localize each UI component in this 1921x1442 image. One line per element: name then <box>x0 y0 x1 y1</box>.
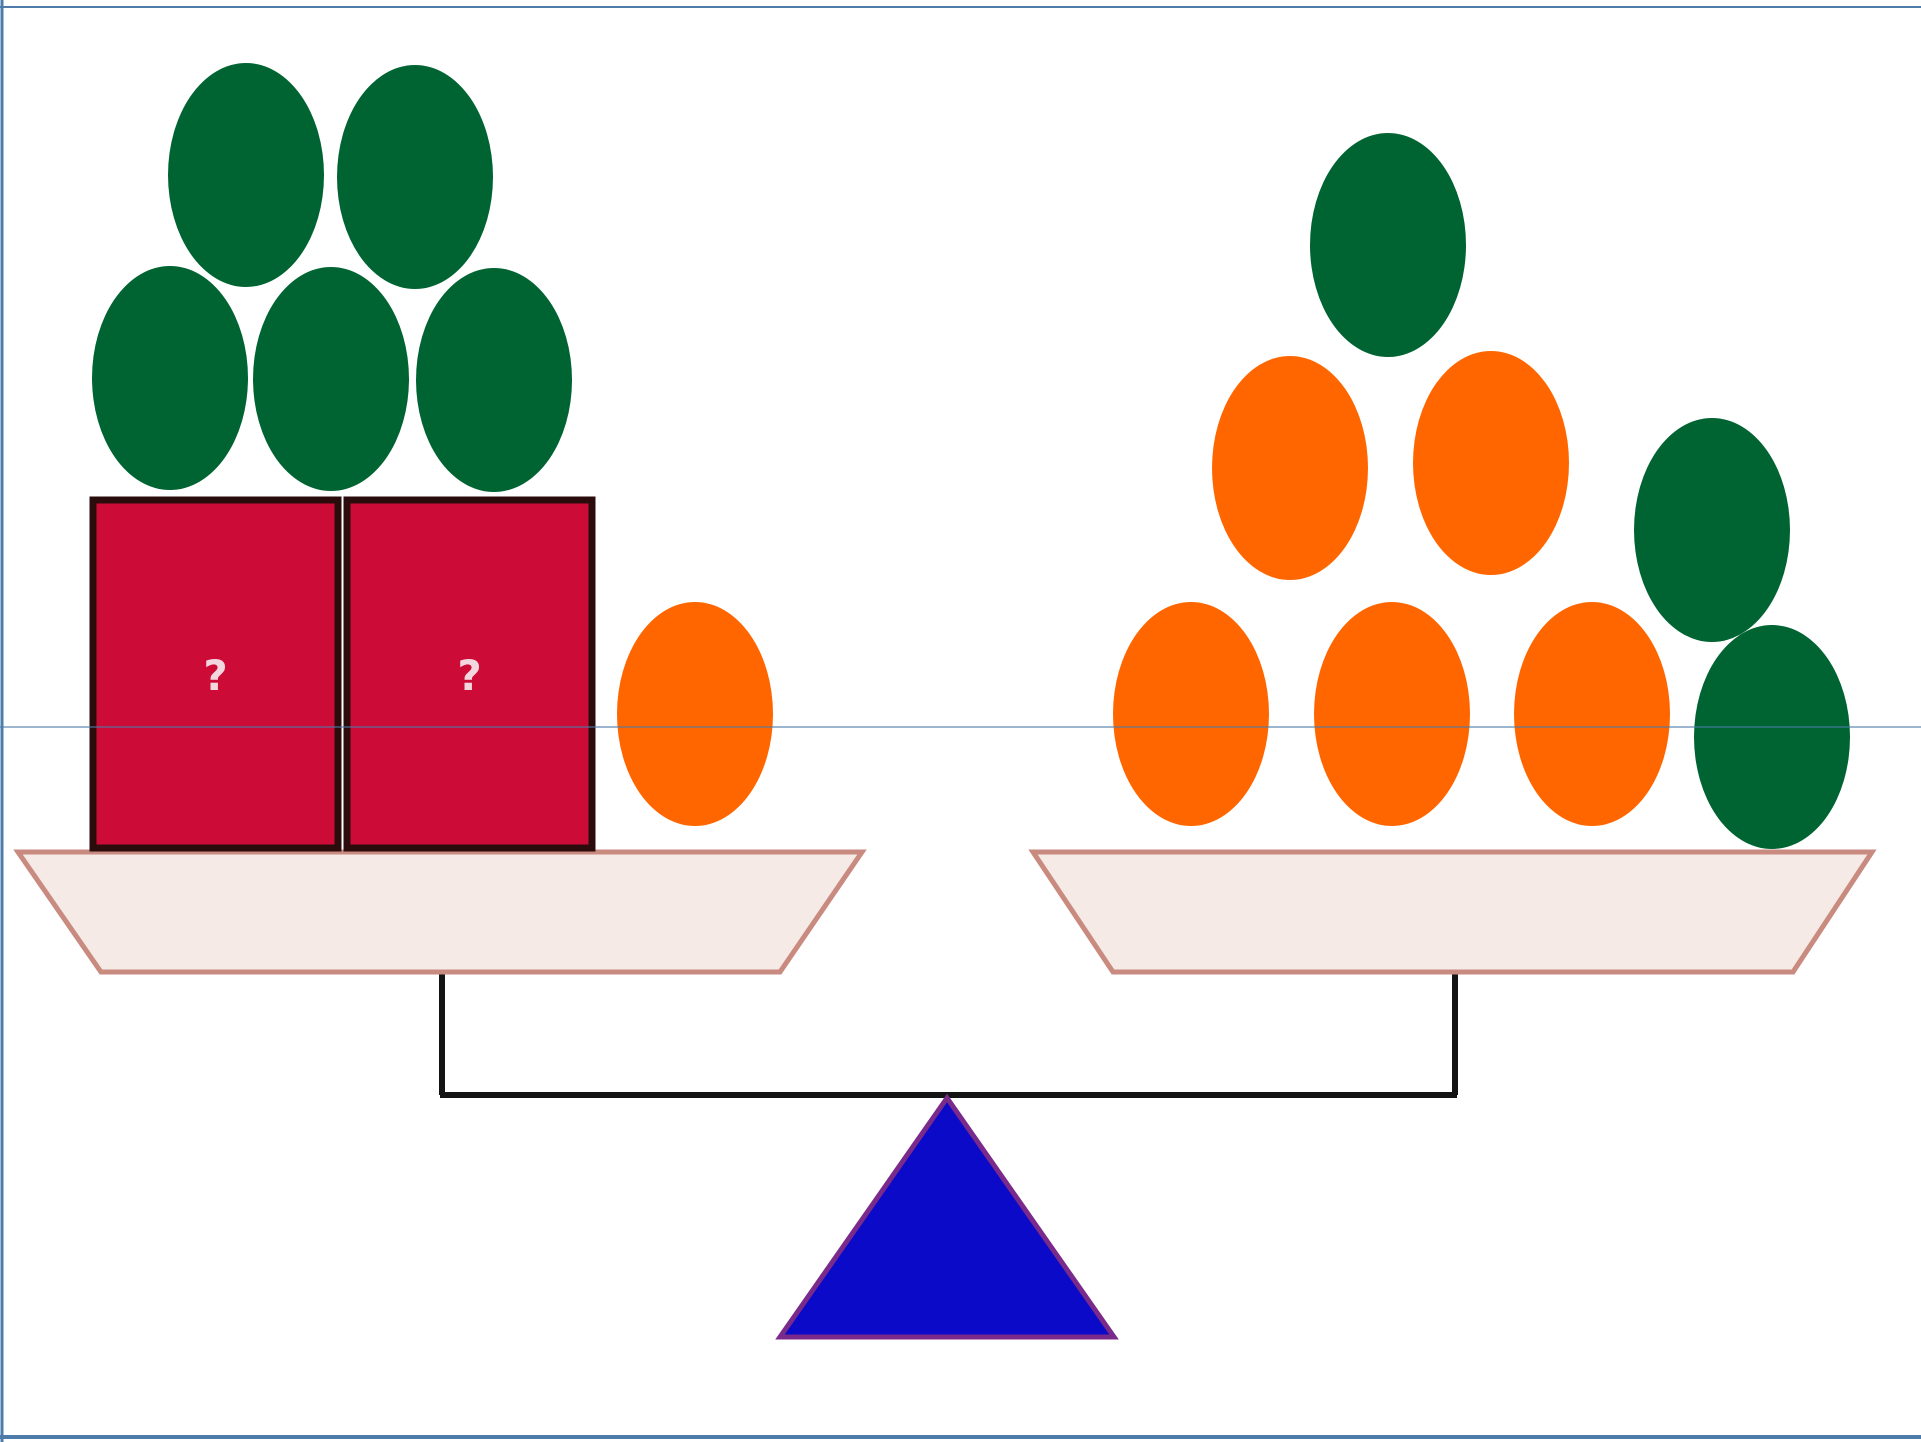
left-pan <box>13 849 867 975</box>
green-unit-oval <box>253 267 409 491</box>
orange-unit-oval <box>1514 602 1670 826</box>
unknown-box-label: ? <box>457 651 481 700</box>
green-unit-oval <box>92 266 248 490</box>
unknown-weight-box: ? <box>343 496 596 852</box>
triangle-fulcrum-icon <box>775 1093 1119 1340</box>
orange-unit-oval <box>617 602 773 826</box>
green-unit-oval <box>168 63 324 287</box>
unknown-box-label: ? <box>203 651 227 700</box>
green-unit-oval <box>416 268 572 492</box>
orange-unit-oval <box>1314 602 1470 826</box>
right-pan-items <box>1113 133 1850 849</box>
green-unit-oval <box>1310 133 1466 357</box>
balance-beam <box>439 965 1458 1098</box>
unknown-weight-box: ? <box>89 496 342 852</box>
green-unit-oval <box>1634 418 1790 642</box>
green-unit-oval <box>337 65 493 289</box>
orange-unit-oval <box>1212 356 1368 580</box>
left-pan-items: ?? <box>89 63 773 852</box>
right-pan <box>1028 849 1877 975</box>
unknown-weight-box-body <box>343 496 596 852</box>
unknown-weight-box-body <box>89 496 342 852</box>
orange-unit-oval <box>1113 602 1269 826</box>
green-unit-oval <box>1694 625 1850 849</box>
orange-unit-oval <box>1413 351 1569 575</box>
